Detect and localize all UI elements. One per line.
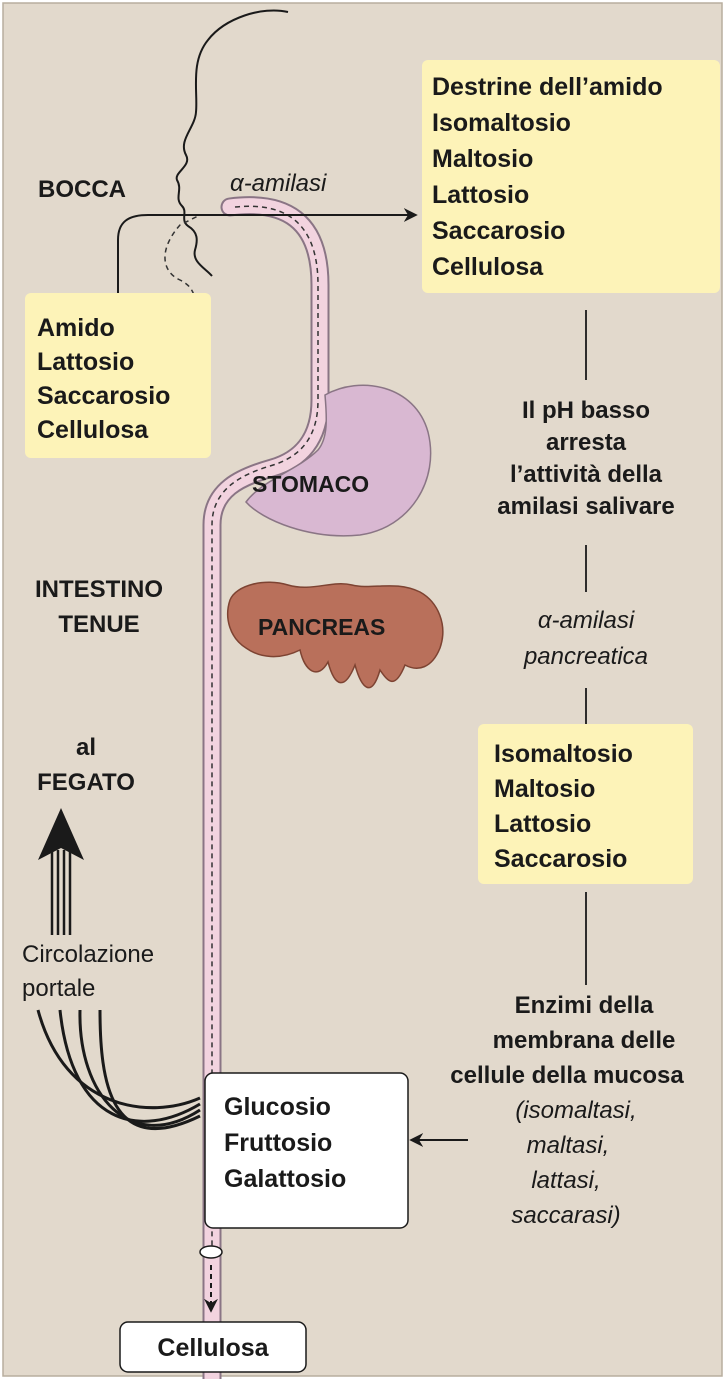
portal-circulation-label: Circolazione	[22, 941, 154, 968]
diet-item: Cellulosa	[37, 416, 149, 444]
diet-input-box	[25, 293, 211, 458]
food-intake-line	[117, 208, 418, 293]
diet-item: Saccarosio	[37, 382, 170, 410]
ph-note-line: l’attività della	[510, 461, 663, 488]
stomach-label: STOMACO	[252, 471, 369, 497]
pancreatic-product-item: Maltosio	[494, 775, 595, 803]
pancreatic-amylase-line: pancreatica	[523, 643, 648, 670]
ph-note-line: arresta	[546, 429, 627, 456]
mouth-product-item: Maltosio	[432, 145, 533, 173]
mouth-product-item: Isomaltosio	[432, 109, 571, 137]
portal-vessel-4	[98, 1009, 201, 1131]
monosaccharide-item: Fruttosio	[224, 1129, 332, 1157]
monosaccharide-item: Glucosio	[224, 1093, 331, 1121]
mouth-product-item: Lattosio	[432, 181, 529, 209]
salivary-amylase-label: α-amilasi	[230, 170, 327, 197]
pancreatic-amylase-line: α-amilasi	[538, 607, 635, 634]
pancreatic-products-list: Isomaltosio Maltosio Lattosio Saccarosio	[494, 740, 633, 873]
ph-note: Il pH basso arresta l’attività della ami…	[497, 397, 674, 520]
small-intestine-label: TENUE	[58, 611, 139, 638]
pancreatic-amylase-note: α-amilasi pancreatica	[523, 607, 648, 670]
head-profile-outline	[175, 9, 289, 277]
cellulose-output-label: Cellulosa	[157, 1334, 269, 1362]
mouth-product-item: Saccarosio	[432, 217, 565, 245]
portal-vessel-3	[78, 1009, 201, 1127]
pancreatic-products-box	[478, 724, 693, 884]
portal-vessel-2	[58, 1009, 201, 1123]
monosaccharides-list: Glucosio Fruttosio Galattosio	[224, 1093, 346, 1193]
enzymes-line: Enzimi della	[515, 992, 654, 1019]
to-liver-label: al	[76, 734, 96, 761]
diet-item: Amido	[37, 314, 115, 342]
mouth-product-item: Cellulosa	[432, 253, 544, 281]
enzyme-name: (isomaltasi,	[515, 1097, 636, 1124]
pancreatic-product-item: Lattosio	[494, 810, 591, 838]
pancreatic-product-item: Saccarosio	[494, 845, 627, 873]
tube-end-opening	[199, 1245, 223, 1259]
enzymes-line: cellule della mucosa	[450, 1062, 684, 1089]
pancreatic-product-item: Isomaltosio	[494, 740, 633, 768]
diet-input-list: Amido Lattosio Saccarosio Cellulosa	[37, 314, 170, 444]
monosaccharide-item: Galattosio	[224, 1165, 346, 1193]
mouth-products-box	[422, 60, 720, 293]
diet-item: Lattosio	[37, 348, 134, 376]
cellulose-output-box	[119, 1321, 307, 1373]
enzyme-name: saccarasi)	[511, 1202, 620, 1229]
stomach-shape	[245, 384, 432, 537]
pancreas-label: PANCREAS	[258, 614, 385, 640]
to-liver-label: FEGATO	[37, 769, 135, 796]
portal-circulation-label: portale	[22, 975, 95, 1002]
dashed-food-path-tube	[211, 205, 319, 1255]
mouth-label: BOCCA	[38, 176, 126, 203]
mouth-product-item: Destrine dell’amido	[432, 73, 663, 101]
enzymes-line: membrana delle	[493, 1027, 676, 1054]
ph-note-line: Il pH basso	[522, 397, 650, 424]
pancreas-shape	[226, 581, 444, 689]
brush-border-enzymes-note: Enzimi della membrana delle cellule dell…	[450, 992, 684, 1229]
portal-vessel-1	[36, 1009, 201, 1110]
mouth-products-list: Destrine dell’amido Isomaltosio Maltosio…	[432, 73, 663, 281]
liver-arrow-head	[38, 808, 84, 860]
small-intestine-label: INTESTINO	[35, 576, 163, 603]
liver-arrow-bundle	[50, 850, 72, 935]
enzyme-name: maltasi,	[527, 1132, 610, 1159]
enzyme-name: lattasi,	[531, 1167, 600, 1194]
ph-note-line: amilasi salivare	[497, 493, 674, 520]
monosaccharides-box	[204, 1072, 409, 1229]
